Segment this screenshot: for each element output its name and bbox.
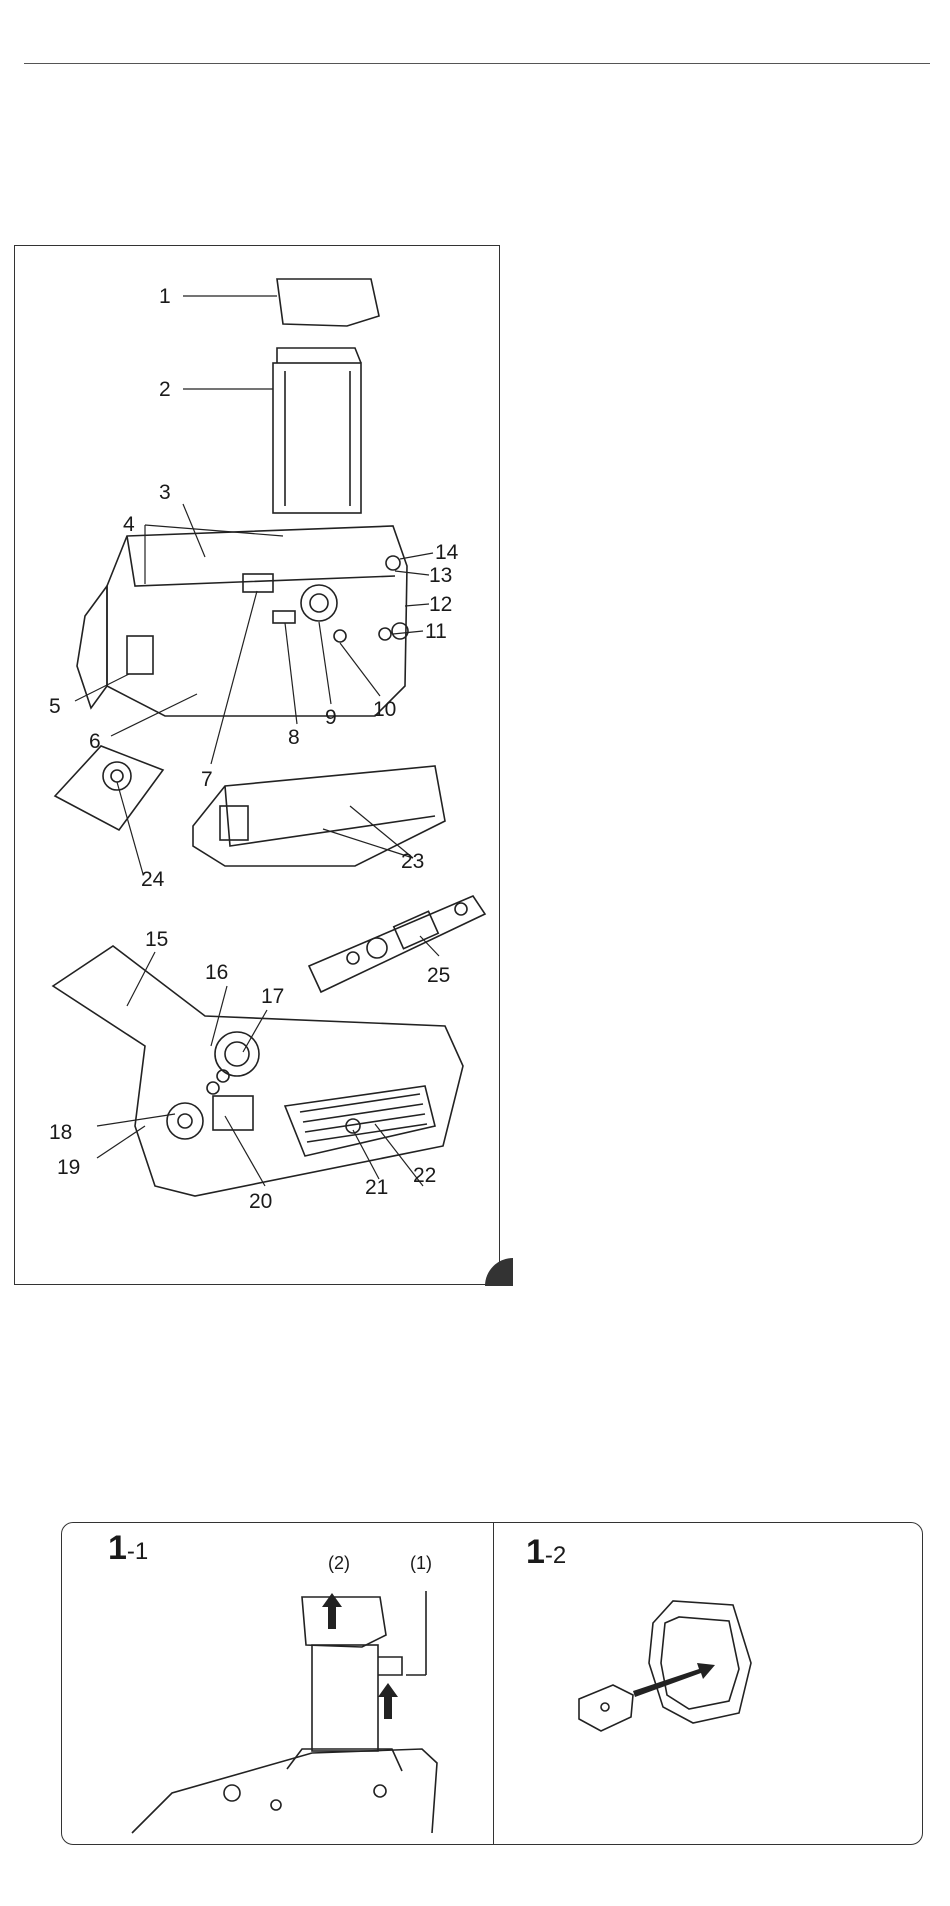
callout-11: 11 bbox=[425, 620, 447, 643]
parts-diagram: 1 2 3 4 5 6 7 8 9 10 11 12 13 14 15 16 1… bbox=[15, 246, 501, 1286]
callout-23: 23 bbox=[401, 850, 424, 873]
battery-magazine-shape bbox=[273, 363, 361, 513]
grip-body-shape bbox=[107, 526, 407, 716]
callout-8: 8 bbox=[288, 726, 300, 749]
callout-22: 22 bbox=[413, 1164, 436, 1187]
step-1-1-sub-2: (2) bbox=[328, 1553, 350, 1573]
callout-4: 4 bbox=[123, 513, 135, 536]
arrow-up-icon bbox=[322, 1593, 342, 1629]
callout-16: 16 bbox=[205, 961, 228, 984]
callout-19: 19 bbox=[57, 1156, 80, 1179]
callout-17: 17 bbox=[261, 985, 284, 1008]
callout-20: 20 bbox=[249, 1190, 272, 1213]
arrow-insert-icon bbox=[633, 1663, 715, 1697]
step-1-1-illustration: (2) (1) bbox=[62, 1523, 492, 1843]
cover-plug-shape bbox=[579, 1685, 633, 1731]
callout-9: 9 bbox=[325, 706, 337, 729]
callout-1: 1 bbox=[159, 285, 171, 308]
callout-13: 13 bbox=[429, 564, 452, 587]
callout-2: 2 bbox=[159, 378, 171, 401]
step-1-2-illustration bbox=[493, 1523, 923, 1843]
callout-24: 24 bbox=[141, 868, 165, 891]
step-1-1-sub-1: (1) bbox=[410, 1553, 432, 1573]
steps-frame: 1-1 (2) (1) 1-2 bbox=[61, 1522, 923, 1845]
callout-3: 3 bbox=[159, 481, 171, 504]
callout-25: 25 bbox=[427, 964, 450, 987]
callout-12: 12 bbox=[429, 593, 452, 616]
callout-21: 21 bbox=[365, 1176, 388, 1199]
arrow-up-icon bbox=[378, 1683, 398, 1719]
magazine-shape bbox=[312, 1645, 378, 1751]
callout-6: 6 bbox=[89, 730, 101, 753]
callout-7: 7 bbox=[201, 768, 213, 791]
callout-15: 15 bbox=[145, 928, 168, 951]
callout-10: 10 bbox=[373, 698, 396, 721]
parts-diagram-frame: 1 2 3 4 5 6 7 8 9 10 11 12 13 14 15 16 1… bbox=[14, 245, 500, 1285]
battery-cover-shape bbox=[277, 279, 379, 326]
wireless-remote-shape bbox=[309, 896, 485, 992]
top-rule bbox=[24, 63, 930, 64]
callout-5: 5 bbox=[49, 695, 61, 718]
callout-14: 14 bbox=[435, 541, 459, 564]
cover-shape bbox=[302, 1597, 386, 1647]
callout-18: 18 bbox=[49, 1121, 72, 1144]
dial-shape bbox=[301, 585, 337, 621]
